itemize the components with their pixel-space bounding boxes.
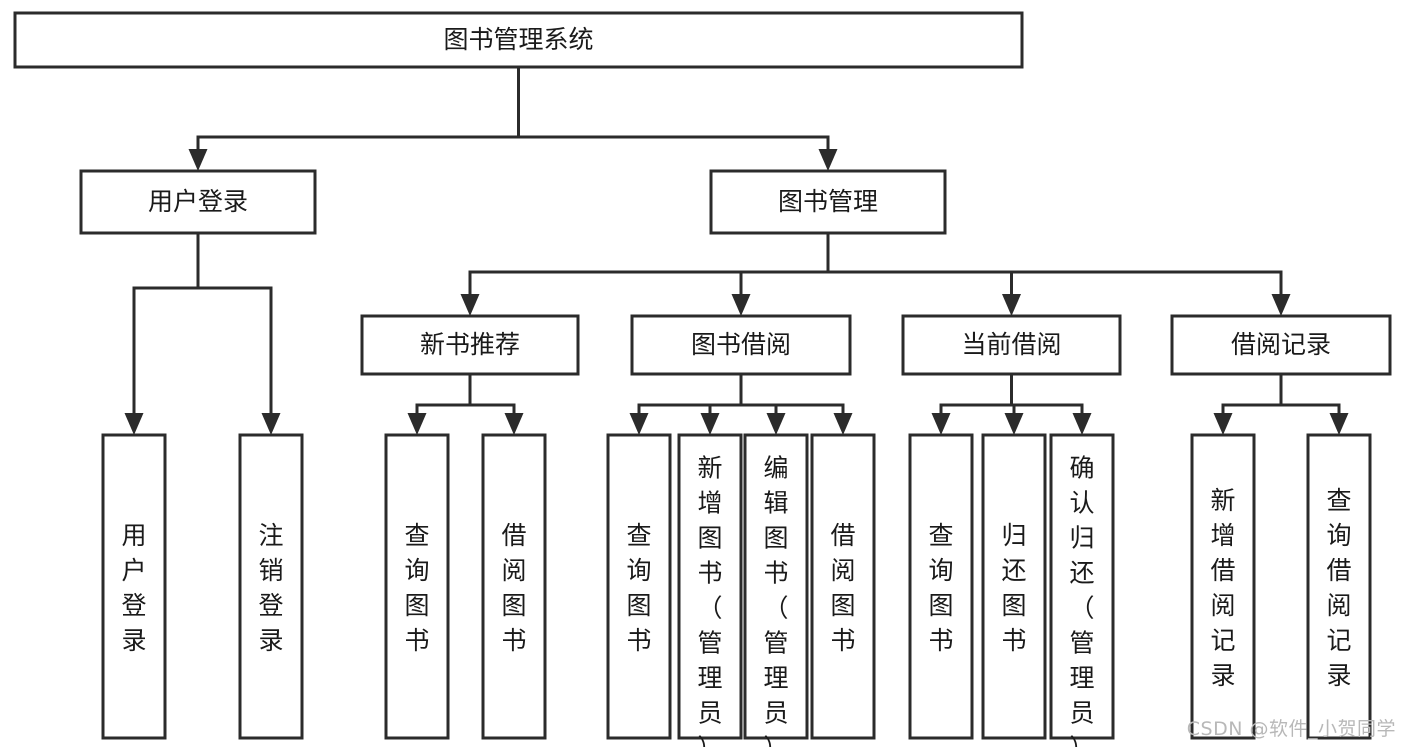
node-root[interactable]: 图书管理系统 — [13, 11, 1024, 69]
node-box — [384, 433, 450, 740]
node-box — [1049, 433, 1115, 740]
connector-group-records — [1213, 372, 1349, 435]
node-layer: 图书管理系统用户登录图书管理新书推荐图书借阅当前借阅借阅记录用户登录注销登录查询… — [13, 11, 1392, 747]
node-label: 查询借阅记录 — [1326, 486, 1351, 690]
node-box — [238, 433, 304, 740]
node-leaf-borrow-book-2[interactable]: 借阅图书 — [810, 433, 876, 740]
connector-group-root — [188, 65, 838, 171]
connector-group-current — [931, 372, 1092, 435]
node-box — [677, 433, 743, 740]
arrow-head-icon — [833, 413, 853, 435]
node-box — [606, 433, 672, 740]
node-label: 借阅图书 — [830, 521, 855, 655]
node-box — [709, 169, 947, 235]
node-box — [810, 433, 876, 740]
node-records[interactable]: 借阅记录 — [1170, 314, 1392, 376]
node-box — [630, 314, 852, 376]
arrow-head-icon — [261, 413, 281, 435]
node-leaf-query-record[interactable]: 查询借阅记录 — [1306, 433, 1372, 740]
node-box — [901, 314, 1122, 376]
arrow-head-icon — [731, 294, 751, 316]
node-leaf-query-book-1[interactable]: 查询图书 — [384, 433, 450, 740]
arrow-head-icon — [629, 413, 649, 435]
node-leaf-query-book-3[interactable]: 查询图书 — [908, 433, 974, 740]
node-newbook[interactable]: 新书推荐 — [360, 314, 580, 376]
node-leaf-query-book-2[interactable]: 查询图书 — [606, 433, 672, 740]
node-box — [13, 11, 1024, 69]
node-box — [1170, 314, 1392, 376]
arrow-head-icon — [407, 413, 427, 435]
node-label: 查询图书 — [404, 521, 429, 655]
node-label: 新增借阅记录 — [1210, 486, 1235, 690]
node-label: 归还图书 — [1001, 521, 1026, 655]
node-leaf-add-book[interactable]: 新增图书（管理员） — [677, 433, 743, 747]
connector-layer — [124, 65, 1349, 435]
node-current[interactable]: 当前借阅 — [901, 314, 1122, 376]
arrow-head-icon — [504, 413, 524, 435]
node-borrow[interactable]: 图书借阅 — [630, 314, 852, 376]
arrow-head-icon — [188, 149, 208, 171]
node-label: 查询图书 — [928, 521, 953, 655]
node-box — [743, 433, 809, 740]
node-label: 确认归还（管理员） — [1069, 453, 1094, 747]
node-leaf-add-record[interactable]: 新增借阅记录 — [1190, 433, 1256, 740]
arrow-head-icon — [1213, 413, 1233, 435]
node-box — [1190, 433, 1256, 740]
arrow-head-icon — [818, 149, 838, 171]
node-leaf-borrow-book-1[interactable]: 借阅图书 — [481, 433, 547, 740]
node-label: 借阅图书 — [501, 521, 526, 655]
arrow-head-icon — [1271, 294, 1291, 316]
node-label: 用户登录 — [148, 187, 248, 216]
node-label: 新增图书（管理员） — [697, 453, 722, 747]
node-label: 借阅记录 — [1231, 330, 1331, 359]
node-box — [908, 433, 974, 740]
connector-group-login — [124, 231, 281, 435]
node-box — [481, 433, 547, 740]
node-leaf-edit-book[interactable]: 编辑图书（管理员） — [743, 433, 809, 747]
node-box — [79, 169, 317, 235]
node-box — [1306, 433, 1372, 740]
node-label: 注销登录 — [258, 521, 283, 655]
node-login[interactable]: 用户登录 — [79, 169, 317, 235]
arrow-head-icon — [1004, 413, 1024, 435]
node-box — [101, 433, 167, 740]
arrow-head-icon — [124, 413, 144, 435]
connector-group-newbook — [407, 372, 524, 435]
connector-group-borrow — [629, 372, 853, 435]
arrow-head-icon — [1072, 413, 1092, 435]
node-label: 用户登录 — [121, 521, 146, 655]
connector-group-bookmgmt — [460, 231, 1291, 316]
node-label: 图书借阅 — [691, 330, 791, 359]
arrow-head-icon — [460, 294, 480, 316]
node-label: 图书管理系统 — [443, 25, 593, 54]
node-box — [981, 433, 1047, 740]
node-leaf-return-book[interactable]: 归还图书 — [981, 433, 1047, 740]
node-label: 新书推荐 — [420, 330, 520, 359]
node-label: 编辑图书（管理员） — [763, 453, 788, 747]
node-label: 图书管理 — [778, 187, 878, 216]
arrow-head-icon — [1002, 294, 1021, 316]
node-leaf-user-login[interactable]: 用户登录 — [101, 433, 167, 740]
arrow-head-icon — [1329, 413, 1349, 435]
node-leaf-confirm-return[interactable]: 确认归还（管理员） — [1049, 433, 1115, 747]
arrow-head-icon — [931, 413, 951, 435]
node-leaf-user-logout[interactable]: 注销登录 — [238, 433, 304, 740]
node-label: 查询图书 — [626, 521, 651, 655]
node-bookmgmt[interactable]: 图书管理 — [709, 169, 947, 235]
node-label: 当前借阅 — [961, 330, 1061, 359]
arrow-head-icon — [766, 413, 786, 435]
arrow-head-icon — [700, 413, 720, 435]
node-box — [360, 314, 580, 376]
